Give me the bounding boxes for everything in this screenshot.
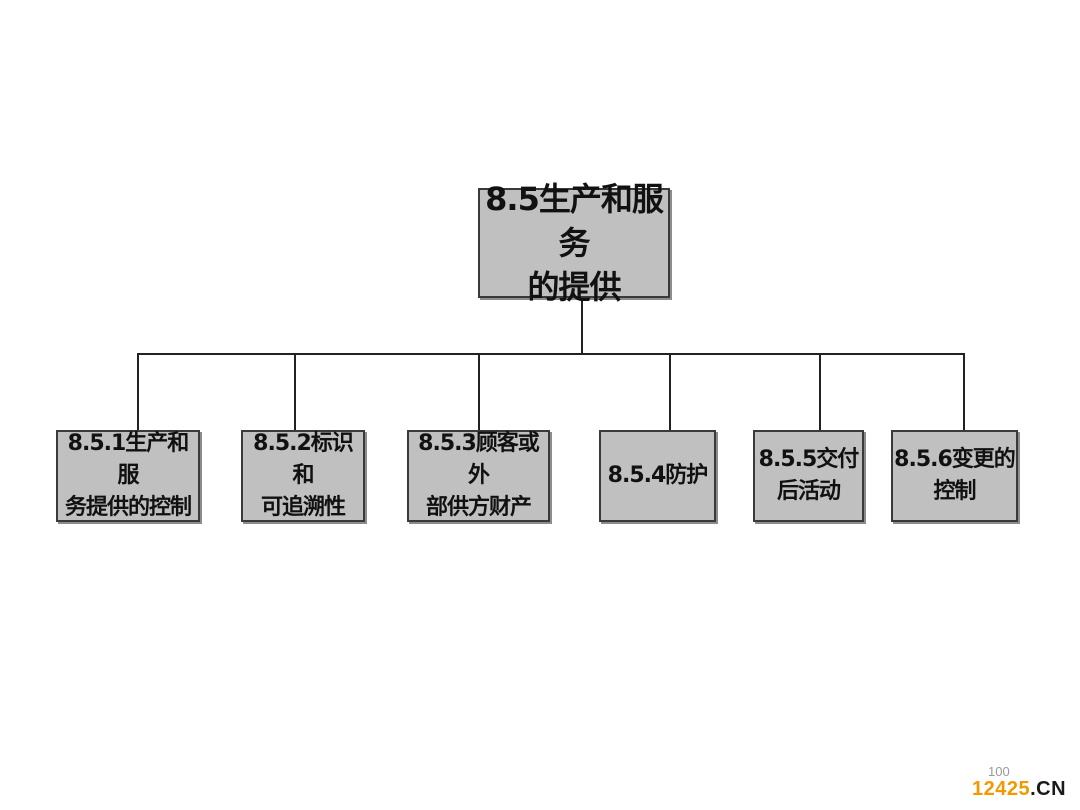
child-node-label: 8.5.5交付 后活动 — [758, 444, 860, 508]
child-connector-line-1 — [137, 353, 139, 430]
child-connector-line-4 — [669, 353, 671, 430]
watermark-logo: 12425.CN — [972, 778, 1066, 801]
child-node-8-5-4: 8.5.4防护 — [599, 430, 716, 522]
child-node-label: 8.5.4防护 — [607, 460, 709, 492]
child-node-line-1: 8.5.1生产和服 — [67, 431, 190, 488]
root-node: 8.5生产和服务 的提供 — [478, 180, 670, 306]
child-node-8-5-5: 8.5.5交付 后活动 — [753, 430, 864, 522]
root-node-line-2: 的提供 — [527, 268, 621, 306]
child-connector-line-3 — [478, 353, 480, 430]
child-connector-line-2 — [294, 353, 296, 430]
child-node-8-5-3: 8.5.3顾客或外 部供方财产 — [407, 430, 550, 522]
child-node-line-2: 后活动 — [776, 479, 841, 504]
child-node-line-2: 可追溯性 — [260, 495, 346, 520]
child-node-8-5-6: 8.5.6变更的 控制 — [891, 430, 1018, 522]
horizontal-bus-line — [137, 353, 964, 355]
child-node-8-5-1: 8.5.1生产和服 务提供的控制 — [56, 430, 200, 522]
child-node-line-2: 控制 — [933, 479, 976, 504]
child-node-line-1: 8.5.6变更的 — [894, 447, 1016, 472]
child-node-line-1: 8.5.3顾客或外 — [418, 431, 540, 488]
root-node-label: 8.5生产和服务 的提供 — [480, 177, 668, 309]
child-node-line-1: 8.5.4防护 — [607, 463, 709, 488]
child-node-line-2: 务提供的控制 — [64, 495, 192, 520]
child-node-line-1: 8.5.5交付 — [758, 447, 860, 472]
child-connector-line-5 — [819, 353, 821, 430]
child-node-line-2: 部供方财产 — [425, 495, 532, 520]
child-node-label: 8.5.3顾客或外 部供方财产 — [409, 428, 548, 524]
root-connector-line — [581, 298, 583, 354]
child-node-line-1: 8.5.2标识和 — [253, 431, 354, 488]
root-node-line-1: 8.5生产和服务 — [485, 180, 664, 262]
child-node-8-5-2: 8.5.2标识和 可追溯性 — [241, 430, 365, 522]
child-node-label: 8.5.1生产和服 务提供的控制 — [58, 428, 198, 524]
child-connector-line-6 — [963, 353, 965, 430]
watermark-domain: .CN — [1030, 778, 1067, 800]
child-node-label: 8.5.2标识和 可追溯性 — [243, 428, 363, 524]
page-number: 100 — [988, 764, 1010, 779]
child-node-label: 8.5.6变更的 控制 — [894, 444, 1016, 508]
watermark-number: 12425 — [972, 778, 1031, 800]
